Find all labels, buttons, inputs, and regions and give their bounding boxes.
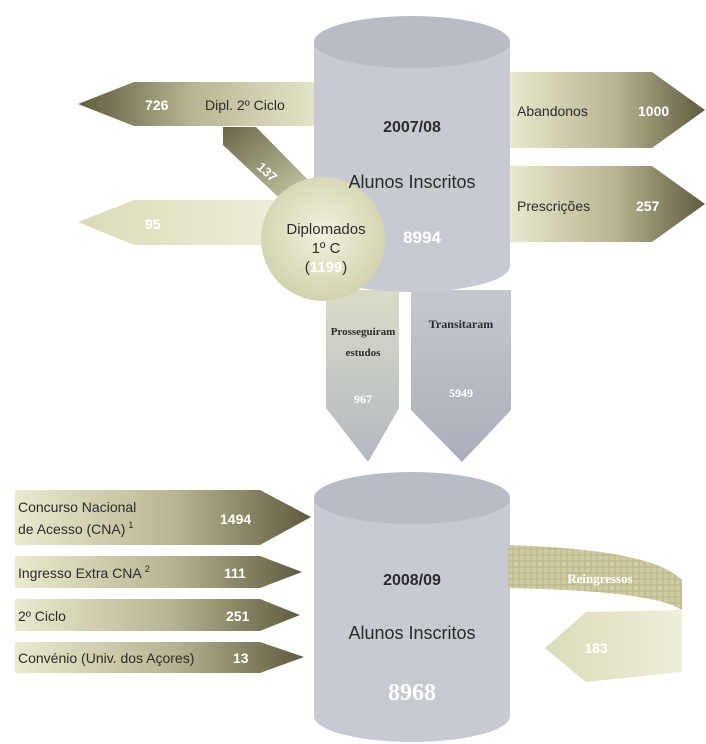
- reentry-arrow: [545, 610, 682, 682]
- prescriptions-label: Prescrições: [517, 198, 590, 214]
- inflow-cna-value: 1494: [220, 511, 251, 527]
- inflow-cna-line2: de Acesso (CNA)1: [18, 520, 133, 537]
- inflow-arrow-2nd-cycle: [15, 599, 300, 631]
- reentries-value: 183: [584, 640, 608, 656]
- transitioned-arrow: [411, 290, 511, 462]
- dipl2-value: 726: [145, 97, 169, 113]
- graduates-value-line: (1199): [305, 259, 348, 276]
- inflow-agreement-label: Convénio (Univ. dos Açores): [18, 650, 194, 666]
- transitioned-label: Transitaram: [429, 317, 493, 331]
- year-2007-08: 2007/08: [383, 119, 441, 136]
- inflow-arrow-cna: [15, 490, 311, 545]
- total-2008-09: 8968: [388, 680, 436, 706]
- dropouts-label: Abandonos: [517, 103, 588, 119]
- inflow-cna-footnote: 1: [128, 520, 133, 530]
- inflow-cna-line2-text: de Acesso (CNA): [18, 521, 125, 537]
- inflow-2nd-cycle-value: 251: [226, 608, 250, 624]
- continued-line2: estudos: [346, 347, 382, 359]
- enrolled-label-bottom: Alunos Inscritos: [348, 623, 475, 643]
- inflow-extra-cna-text: Ingresso Extra CNA: [18, 565, 142, 581]
- other-outflow-arrow: [78, 200, 285, 245]
- inflow-extra-cna-footnote: 2: [145, 564, 150, 574]
- prescriptions-value: 257: [636, 198, 660, 214]
- other-outflow-value: 95: [145, 216, 161, 232]
- dropouts-value: 1000: [638, 103, 669, 119]
- inflow-extra-cna-value: 111: [224, 565, 246, 581]
- total-2007-08: 8994: [403, 228, 441, 247]
- inflow-arrow-agreement: [15, 642, 304, 673]
- graduates-value: 1199: [310, 259, 343, 276]
- continued-studies-arrow: [326, 290, 399, 462]
- year-2008-09: 2008/09: [383, 572, 441, 589]
- continued-value: 967: [354, 392, 372, 406]
- transitioned-value: 5949: [449, 386, 473, 400]
- graduates-paren-close: ): [342, 259, 347, 276]
- inflow-agreement-value: 13: [233, 650, 249, 666]
- inflow-arrow-extra-cna: [15, 556, 302, 588]
- graduates-line1: Diplomados: [286, 221, 365, 238]
- dipl2-outflow-arrow: [78, 82, 330, 126]
- graduates-line2: 1º C: [312, 240, 341, 257]
- prescriptions-arrow: [506, 166, 705, 242]
- dropouts-arrow: [506, 72, 705, 148]
- inflow-2nd-cycle-label: 2º Ciclo: [18, 608, 66, 624]
- enrolled-label-top: Alunos Inscritos: [348, 172, 475, 192]
- reentries-label: Reingressos: [567, 571, 632, 586]
- inflow-cna-line1: Concurso Nacional: [18, 499, 136, 515]
- graduates-circle: [261, 177, 385, 301]
- reentry-band: [508, 545, 682, 610]
- graduates-paren-open: (: [305, 259, 310, 276]
- cylinder-2008-09: [314, 472, 510, 742]
- continued-line1: Prosseguiram: [331, 326, 396, 338]
- dipl2-label: Dipl. 2º Ciclo: [205, 97, 285, 113]
